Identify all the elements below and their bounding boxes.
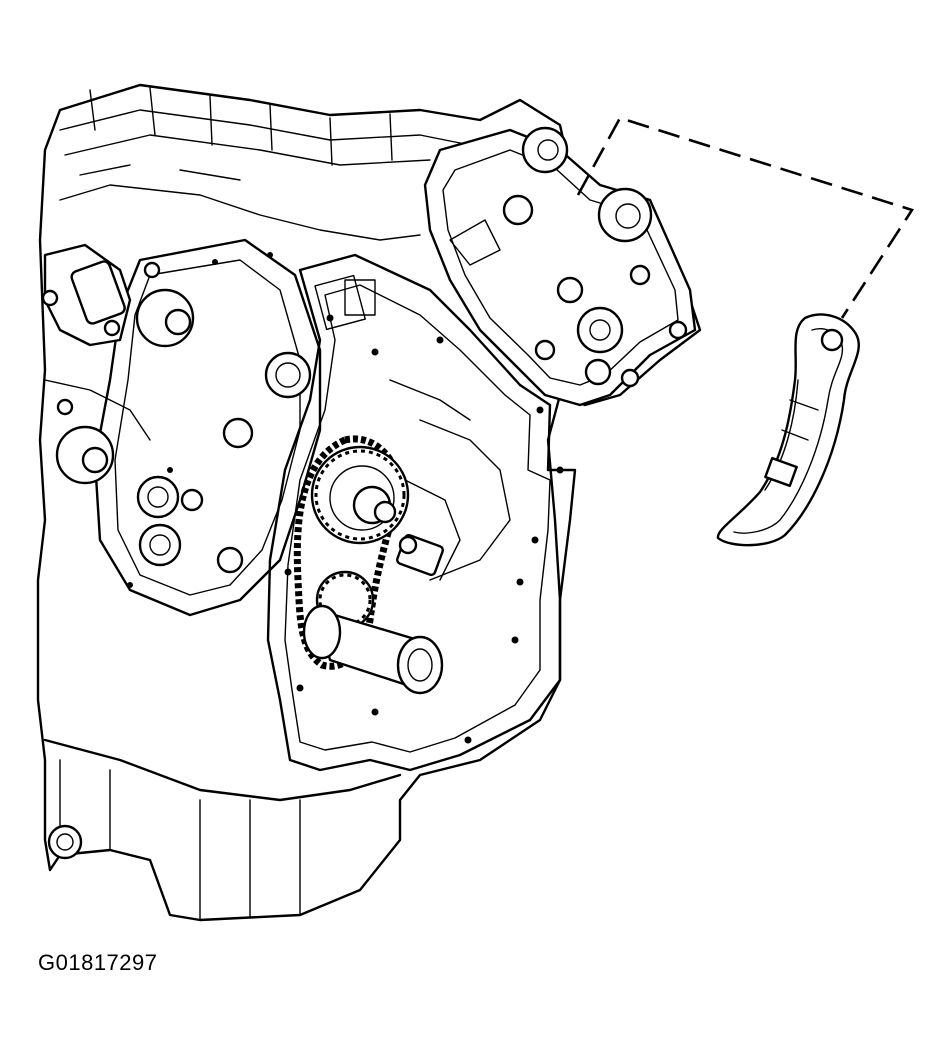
right-cylinder-head bbox=[423, 126, 697, 407]
figure-id-label: G01817297 bbox=[38, 950, 158, 975]
upper-sprocket bbox=[310, 445, 410, 545]
alignment-leader-line bbox=[576, 116, 915, 319]
timing-chain-assembly bbox=[293, 435, 444, 695]
left-camshaft-area bbox=[41, 243, 195, 485]
timing-cover-face bbox=[266, 253, 577, 772]
crankshaft-snout bbox=[302, 604, 444, 695]
timing-chain-guide bbox=[716, 313, 860, 547]
